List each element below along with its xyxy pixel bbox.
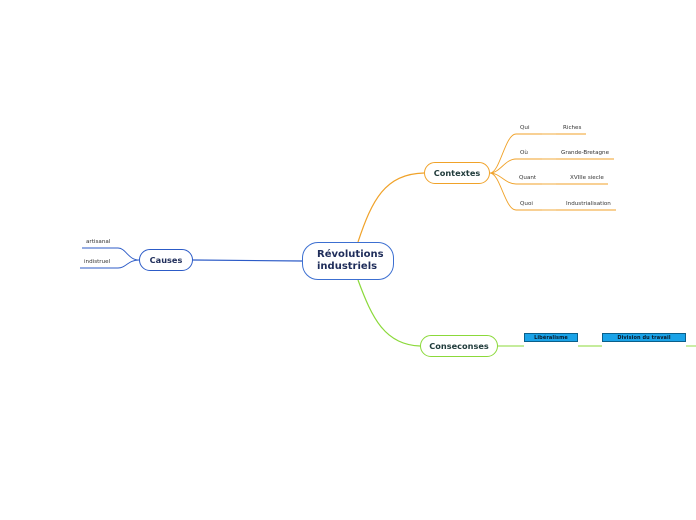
topic-conseconses[interactable]: Conseconses (420, 335, 498, 357)
link-root-contextes (357, 172, 425, 243)
topic-causes-label: Causes (149, 255, 183, 265)
topic-conseconses-label: Conseconses (429, 341, 489, 351)
tag-liberalisme[interactable]: Libéralisme (524, 333, 578, 342)
subtopic-quoi[interactable]: Quoi (520, 201, 533, 207)
root-topic[interactable]: Révolutions industriels (302, 242, 394, 280)
subtopic-riches[interactable]: Riches (563, 125, 582, 131)
subtopic-xviiie-siecle[interactable]: XVIIIe siecle (570, 175, 604, 181)
link-root-conseconses (357, 279, 421, 347)
subtopic-qui[interactable]: Qui (520, 125, 530, 131)
tag-liberalisme-label: Libéralisme (534, 334, 568, 341)
tag-division-label: Division du travail (617, 334, 671, 341)
link-contextes-quoi (489, 172, 517, 211)
subtopic-ou[interactable]: Où (520, 150, 528, 156)
link-causes-indistruel (80, 259, 140, 269)
subtopic-artisanal[interactable]: artisanal (86, 239, 111, 245)
link-contextes-qui (489, 133, 517, 174)
root-label: Révolutions industriels (317, 249, 384, 272)
topic-causes[interactable]: Causes (139, 249, 193, 271)
link-causes-artisanal (82, 247, 140, 261)
link-root-causes (192, 259, 303, 262)
tag-division-du-travail[interactable]: Division du travail (602, 333, 686, 342)
topic-contextes[interactable]: Contextes (424, 162, 490, 184)
subtopic-quant[interactable]: Quant (519, 175, 537, 181)
link-contextes-ou (489, 158, 517, 174)
subtopic-industrialisation[interactable]: Industrialisation (566, 201, 611, 207)
topic-contextes-label: Contextes (433, 168, 481, 178)
subtopic-grande-bretagne[interactable]: Grande-Bretagne (561, 150, 610, 156)
subtopic-indistruel[interactable]: indistruel (84, 259, 111, 265)
